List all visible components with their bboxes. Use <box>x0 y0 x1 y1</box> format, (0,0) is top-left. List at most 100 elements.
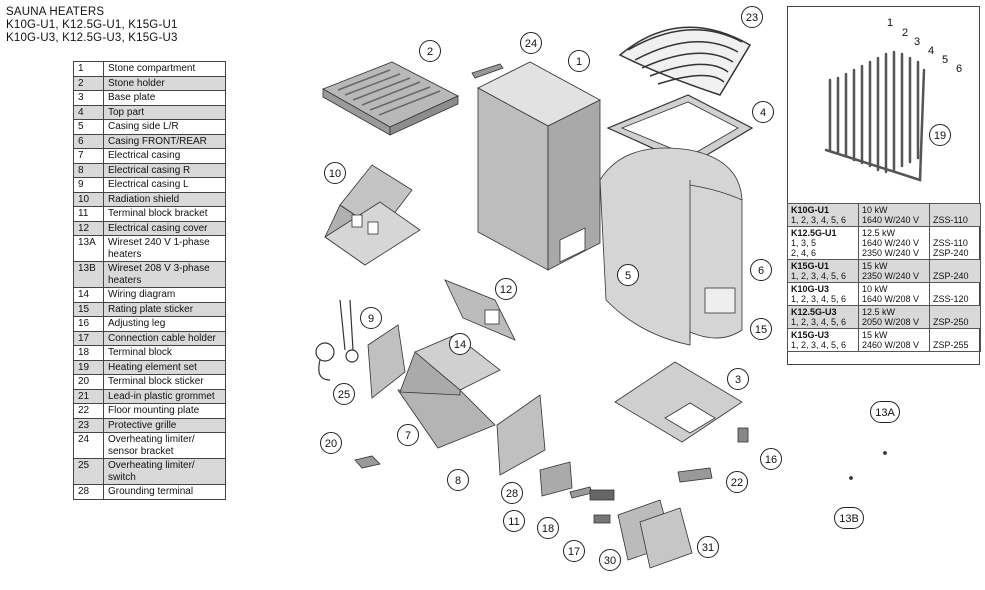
part-description: Casing side L/R <box>103 119 226 135</box>
wireset-13a-point <box>883 451 887 455</box>
floor-mounting-plate-part <box>677 467 713 483</box>
diagram-title: SAUNA HEATERS K10G-U1, K12.5G-U1, K15G-U… <box>6 6 178 45</box>
callout-16: 16 <box>760 448 782 470</box>
part-description: Overheating limiter/ switch <box>103 458 226 485</box>
callout-14: 14 <box>449 333 471 355</box>
part-description: Lead-in plastic grommet <box>103 388 226 404</box>
callout-11: 11 <box>503 510 525 532</box>
model-detail: 1640 W/240 V <box>862 215 920 225</box>
model-elements: 1, 2, 3, 4, 5, 6 <box>791 340 847 350</box>
part-number: 10 <box>73 191 104 207</box>
model-detail: 1640 W/208 V <box>862 294 920 304</box>
wireset-13b-point <box>849 476 853 480</box>
code-cell: ZSP-255 <box>929 328 981 352</box>
title-line-3: K10G-U3, K12.5G-U3, K15G-U3 <box>6 32 178 44</box>
part-description: Wireset 208 V 3-phase heaters <box>103 261 226 288</box>
base-plate-part <box>614 361 743 443</box>
part-description: Stone holder <box>103 75 226 91</box>
model-elements-2: 2, 4, 6 <box>791 248 817 258</box>
part-description: Top part <box>103 104 226 120</box>
protective-grille-part <box>618 26 752 96</box>
model-elements: 1, 2, 3, 4, 5, 6 <box>791 294 847 304</box>
callout-7: 7 <box>397 424 419 446</box>
model-code: ZSS-110 <box>933 215 968 225</box>
callout-3: 3 <box>727 368 749 390</box>
callout-6: 6 <box>750 259 772 281</box>
callout-1: 1 <box>568 50 590 72</box>
element-label-5: 5 <box>942 54 949 66</box>
code-spacer <box>933 205 977 215</box>
model-detail: 1640 W/240 V <box>862 238 920 248</box>
model-detail: 2050 W/208 V <box>862 317 920 327</box>
electrical-casing-part <box>397 334 501 449</box>
callout-31: 31 <box>697 536 719 558</box>
model-elements: 1, 2, 3, 4, 5, 6 <box>791 215 847 225</box>
model-power: 12.5 kW <box>862 228 896 238</box>
element-label-3: 3 <box>914 36 921 48</box>
callout-24: 24 <box>520 32 542 54</box>
part-description: Protective grille <box>103 417 226 433</box>
callout-9: 9 <box>360 307 382 329</box>
model-power: 10 kW <box>862 284 888 294</box>
electrical-casing-cover-part <box>444 279 516 341</box>
callout-17: 17 <box>563 540 585 562</box>
stone-holder-part <box>322 61 459 136</box>
part-description: Rating plate sticker <box>103 301 226 317</box>
model-name: K12.5G-U3 <box>791 307 837 317</box>
part-number: 23 <box>73 417 104 433</box>
callout-23: 23 <box>741 6 763 28</box>
callout-20: 20 <box>320 432 342 454</box>
part-description: Terminal block bracket <box>103 206 226 222</box>
callout-28: 28 <box>501 482 523 504</box>
model-detail: 2460 W/208 V <box>862 340 920 350</box>
radiation-shield-part <box>324 164 421 266</box>
electrical-casing-left-part <box>367 324 406 399</box>
part-description: Electrical casing L <box>103 177 226 193</box>
callout-13b: 13B <box>834 507 864 529</box>
callout-25: 25 <box>333 383 355 405</box>
model-power: 10 kW <box>862 205 888 215</box>
part-description: Electrical casing R <box>103 162 226 178</box>
model-code: ZSP-255 <box>933 340 969 350</box>
element-label-1: 1 <box>887 17 894 29</box>
code-cell: ZSS-110 <box>929 203 981 227</box>
code-spacer <box>933 228 977 238</box>
terminal-block-sticker-part <box>354 455 381 469</box>
code-cell: ZSS-120 <box>929 282 981 306</box>
callout-15: 15 <box>750 318 772 340</box>
part-number: 6 <box>73 133 104 149</box>
callout-10: 10 <box>324 162 346 184</box>
model-code: ZSS-120 <box>933 294 969 304</box>
callout-13a: 13A <box>870 401 900 423</box>
model-code: ZSP-240 <box>933 271 969 281</box>
model-detail-2: 2350 W/240 V <box>862 248 920 258</box>
heating-element-inset <box>787 6 980 365</box>
